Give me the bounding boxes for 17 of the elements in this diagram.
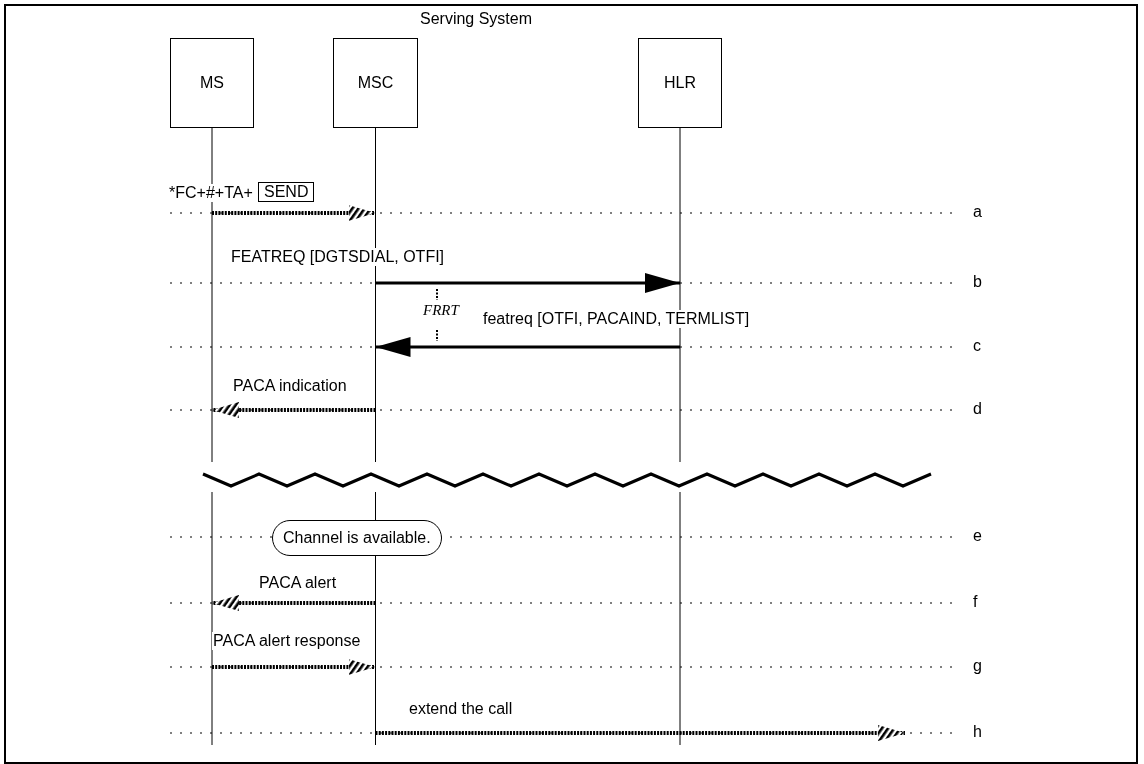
edge-label: featreq [OTFI, PACAIND, TERMLIST] xyxy=(482,310,751,328)
entity-box: HLR xyxy=(638,38,722,128)
message-arrow xyxy=(375,337,680,357)
entity-box: MSC xyxy=(333,38,418,128)
edge-label: *FC+#+TA+ xyxy=(168,184,254,202)
diagram-title: Serving System xyxy=(420,10,533,28)
message-arrow xyxy=(375,273,680,293)
message-arrow xyxy=(212,659,376,675)
message-arrow xyxy=(375,725,905,741)
edge-label: FEATREQ [DGTSDIAL, OTFI] xyxy=(230,248,446,266)
entity-box: MS xyxy=(170,38,254,128)
edge-label: PACA alert response xyxy=(212,632,362,650)
message-arrow xyxy=(212,595,376,611)
condition-box: Channel is available. xyxy=(272,520,442,556)
message-arrow xyxy=(212,402,376,418)
key-label: SEND xyxy=(258,182,315,202)
message-arrow xyxy=(212,205,376,221)
